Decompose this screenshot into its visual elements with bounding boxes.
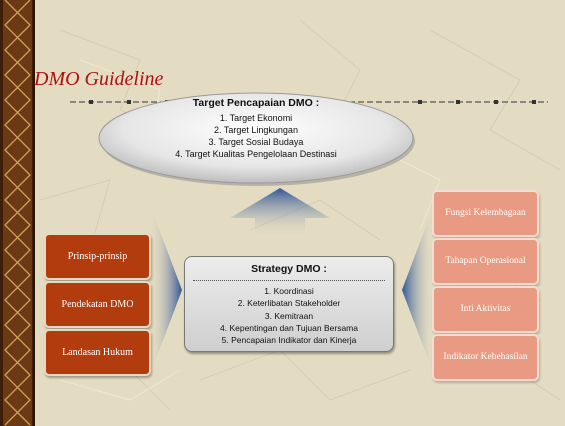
target-ellipse (98, 92, 415, 186)
box-landasan-hukum[interactable]: Landasan Hukum (44, 329, 151, 376)
target-heading: Target Pencapaian DMO : (192, 97, 320, 109)
page-title: DMO Guideline (34, 68, 164, 90)
box-indikator[interactable]: Indikator Kebehasilan (432, 334, 539, 381)
target-item: 1. Target Ekonomi (219, 113, 293, 123)
arrow-right-icon (150, 205, 182, 375)
arrow-left-icon (402, 205, 434, 375)
box-prinsip[interactable]: Prinsip-prinsip (44, 233, 151, 280)
arrow-up-icon (230, 188, 330, 238)
divider (193, 280, 385, 281)
target-text: Target Pencapaian DMO : 1. Target Ekonom… (96, 97, 416, 160)
strategy-item: 4. Kepentingan dan Tujuan Bersama (220, 322, 358, 333)
box-inti-aktivitas[interactable]: Inti Aktivitas (432, 286, 539, 333)
box-fungsi-kelembagaan[interactable]: Fungsi Kelembagaan (432, 190, 539, 237)
strategy-item: 5. Pencapaian Indikator dan Kinerja (221, 335, 357, 346)
strategy-item: 2. Keterlibatan Stakeholder (237, 298, 341, 309)
strategy-list: 1. Koordinasi 2. Keterlibatan Stakeholde… (185, 285, 393, 346)
decorative-frame (0, 0, 35, 426)
box-tahapan-operasional[interactable]: Tahapan Operasional (432, 238, 539, 285)
strategy-item: 1. Koordinasi (264, 286, 314, 296)
target-item: 2. Target Lingkungan (214, 125, 298, 135)
target-item: 3. Target Sosial Budaya (208, 137, 304, 147)
strategy-heading: Strategy DMO : (251, 263, 327, 275)
strategy-box: Strategy DMO : 1. Koordinasi 2. Keterlib… (184, 256, 394, 352)
target-item: 4. Target Kualitas Pengelolaan Destinasi (175, 149, 337, 159)
strategy-item: 3. Kemitraan (264, 310, 314, 321)
box-pendekatan[interactable]: Pendekatan DMO (44, 281, 151, 328)
